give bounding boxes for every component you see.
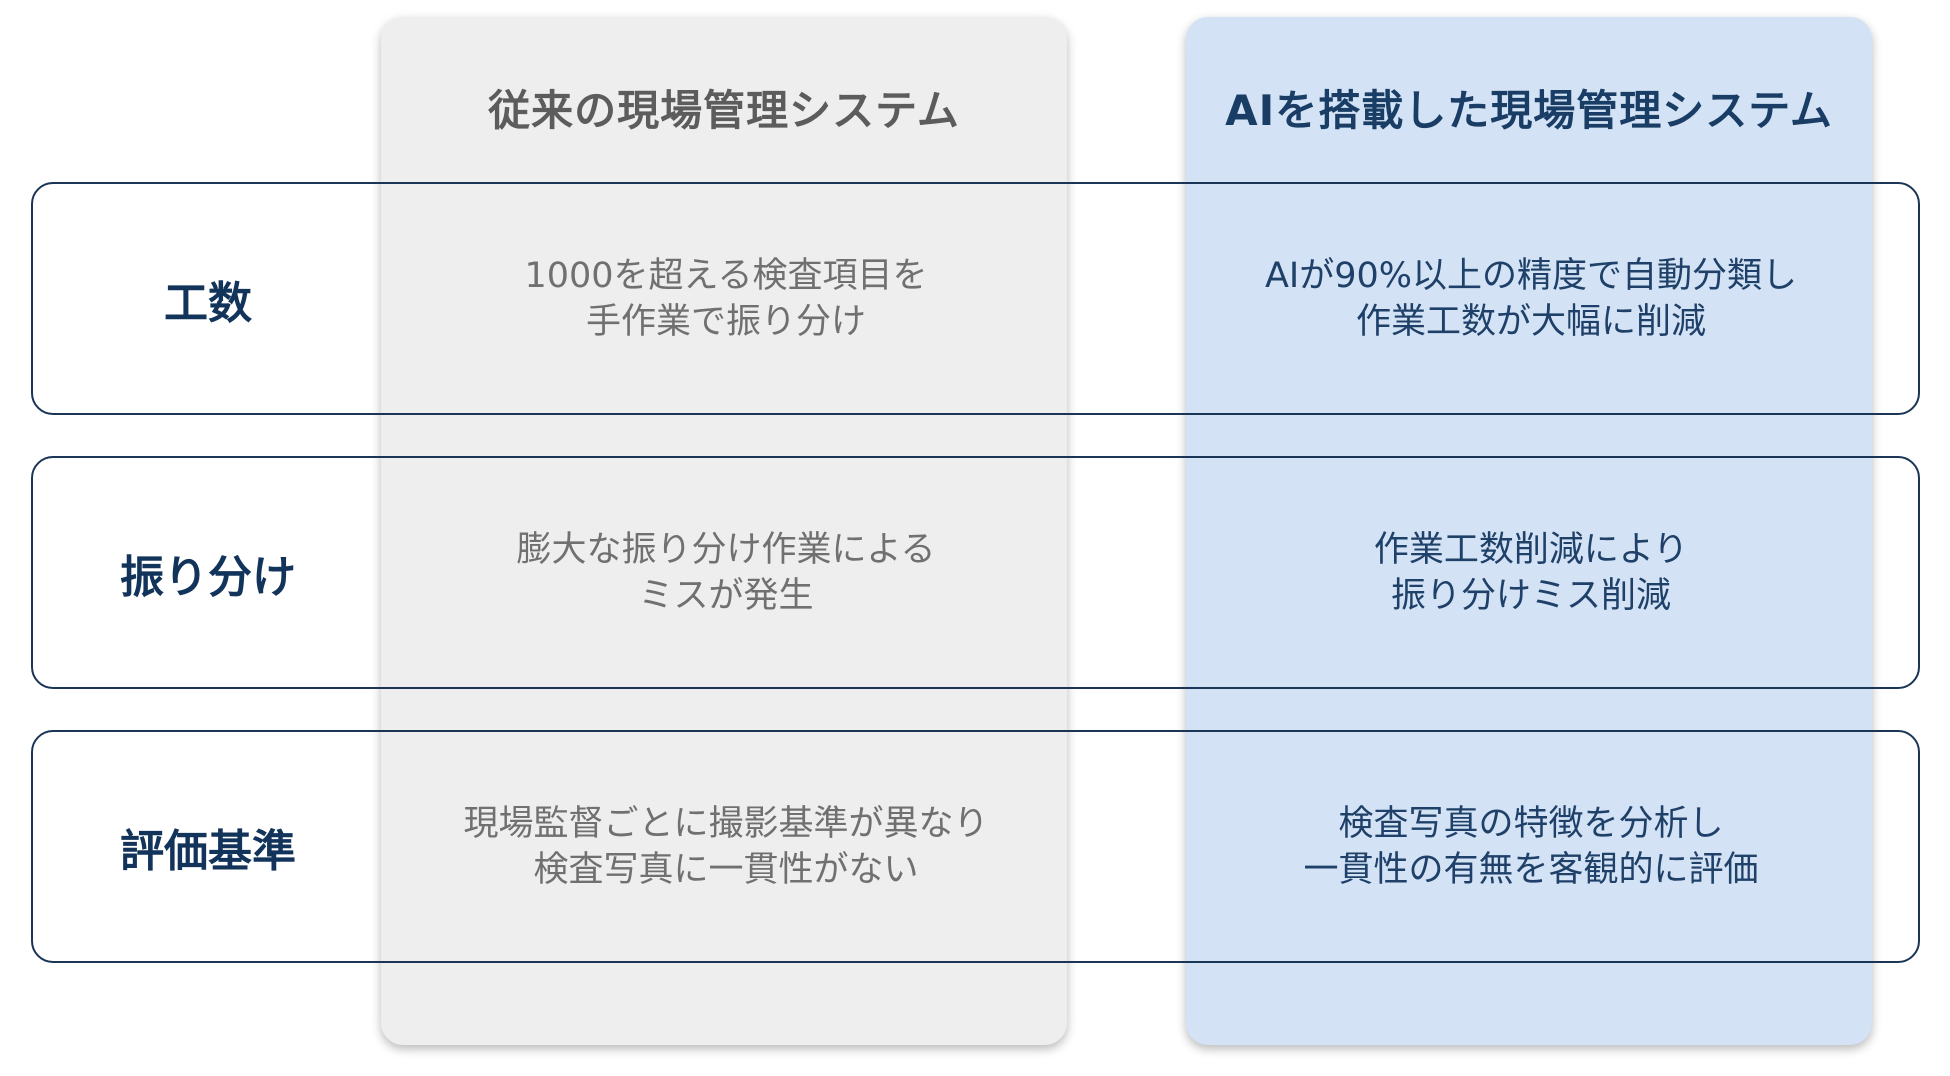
conventional-system-header: 従来の現場管理システム xyxy=(488,86,960,135)
row-man-hours: 工数 1000を超える検査項目を 手作業で振り分け AIが90%以上の精度で自動… xyxy=(31,182,1920,415)
row-label-evaluation-criteria: 評価基準 xyxy=(120,825,296,877)
ai-text-line: AIが90%以上の精度で自動分類し xyxy=(1264,255,1798,296)
ai-text-line: 作業工数削減により xyxy=(1373,529,1689,570)
row-label-man-hours: 工数 xyxy=(164,277,252,329)
ai-system-header: AIを搭載した現場管理システム xyxy=(1225,86,1833,135)
conventional-text-line: 現場監督ごとに撮影基準が異なり xyxy=(463,803,989,844)
ai-text-line: 作業工数が大幅に削減 xyxy=(1355,301,1706,342)
ai-text-line: 振り分けミス削減 xyxy=(1390,575,1671,616)
conventional-text-line: 検査写真に一貫性がない xyxy=(533,849,919,890)
row-label-sorting: 振り分け xyxy=(120,551,296,603)
ai-cell-sorting: 作業工数削減により 振り分けミス削減 xyxy=(1188,458,1874,687)
conventional-text-line: 手作業で振り分け xyxy=(585,301,866,342)
ai-cell-evaluation-criteria: 検査写真の特徴を分析し 一貫性の有無を客観的に評価 xyxy=(1188,732,1874,961)
ai-system-column: AIを搭載した現場管理システム xyxy=(1186,17,1872,1045)
conventional-text-line: 1000を超える検査項目を xyxy=(524,255,928,296)
conventional-system-column: 従来の現場管理システム xyxy=(381,17,1067,1045)
conventional-cell-sorting: 膨大な振り分け作業による ミスが発生 xyxy=(383,458,1069,687)
ai-text-line: 一貫性の有無を客観的に評価 xyxy=(1303,849,1759,890)
ai-cell-man-hours: AIが90%以上の精度で自動分類し 作業工数が大幅に削減 xyxy=(1188,184,1874,413)
ai-text-line: 検査写真の特徴を分析し xyxy=(1338,803,1724,844)
conventional-cell-evaluation-criteria: 現場監督ごとに撮影基準が異なり 検査写真に一貫性がない xyxy=(383,732,1069,961)
conventional-cell-man-hours: 1000を超える検査項目を 手作業で振り分け xyxy=(383,184,1069,413)
row-sorting: 振り分け 膨大な振り分け作業による ミスが発生 作業工数削減により 振り分けミス… xyxy=(31,456,1920,689)
conventional-text-line: 膨大な振り分け作業による xyxy=(516,529,936,570)
row-evaluation-criteria: 評価基準 現場監督ごとに撮影基準が異なり 検査写真に一貫性がない 検査写真の特徴… xyxy=(31,730,1920,963)
conventional-text-line: ミスが発生 xyxy=(638,575,814,616)
